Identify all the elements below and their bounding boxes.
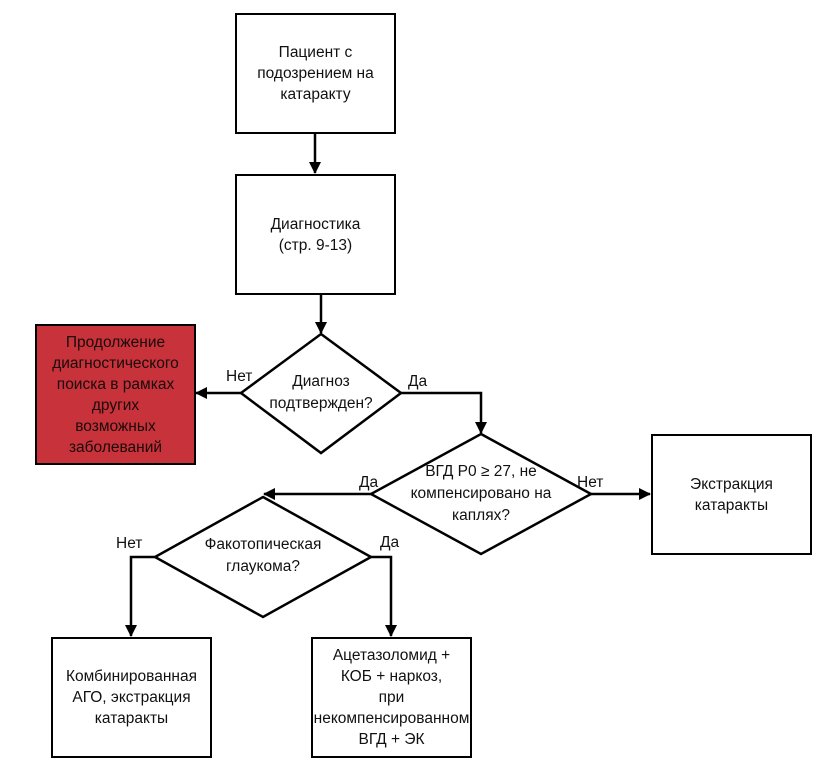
decision-iop-shape <box>368 432 594 556</box>
decision-diagnosis-confirmed-shape <box>238 332 404 455</box>
decision-iop-text: ВГД Р0 ≥ 27, не компенсировано на каплях… <box>410 463 552 524</box>
node-continue-search-text: Продолжение диагностического поиска в ра… <box>52 333 179 456</box>
edge-label-d1-yes: Да <box>408 373 428 390</box>
node-diagnostics-text: Диагностика (стр. 9-13) <box>270 215 361 254</box>
edge-label-d1-no: Нет <box>226 368 253 385</box>
decision-diagnosis-confirmed-text: Диагноз подтвержден? <box>269 373 373 412</box>
node-acetazolamide: Ацетазоломид + КОБ + наркоз, при некомпе… <box>311 637 472 758</box>
node-extraction: Экстракция катаракты <box>651 434 812 555</box>
node-diagnostics: Диагностика (стр. 9-13) <box>235 174 396 295</box>
edge-label-d2-yes: Да <box>359 474 379 491</box>
node-acetazolamide-text: Ацетазоломид + КОБ + наркоз, при некомпе… <box>313 647 470 748</box>
node-extraction-text: Экстракция катаракты <box>690 475 773 514</box>
node-combined-text: Комбинированная АГО, экстракция катаракт… <box>66 668 197 727</box>
node-continue-search: Продолжение диагностического поиска в ра… <box>35 324 196 465</box>
edge-decision3-no <box>125 555 155 637</box>
decision-phacotopic-text: Факотопическая глаукома? <box>204 536 322 575</box>
edge-decision3-yes <box>371 555 397 637</box>
decision-phacotopic-shape <box>152 495 374 619</box>
edge-label-d3-yes: Да <box>380 534 400 551</box>
edge-decision1-yes <box>401 391 487 434</box>
node-combined: Комбинированная АГО, экстракция катаракт… <box>51 637 212 758</box>
node-start: Пациент с подозрением на катаракту <box>235 13 396 134</box>
node-start-text: Пациент с подозрением на катаракту <box>257 44 374 103</box>
edge-label-d2-no: Нет <box>577 474 604 491</box>
edge-label-d3-no: Нет <box>116 535 143 552</box>
